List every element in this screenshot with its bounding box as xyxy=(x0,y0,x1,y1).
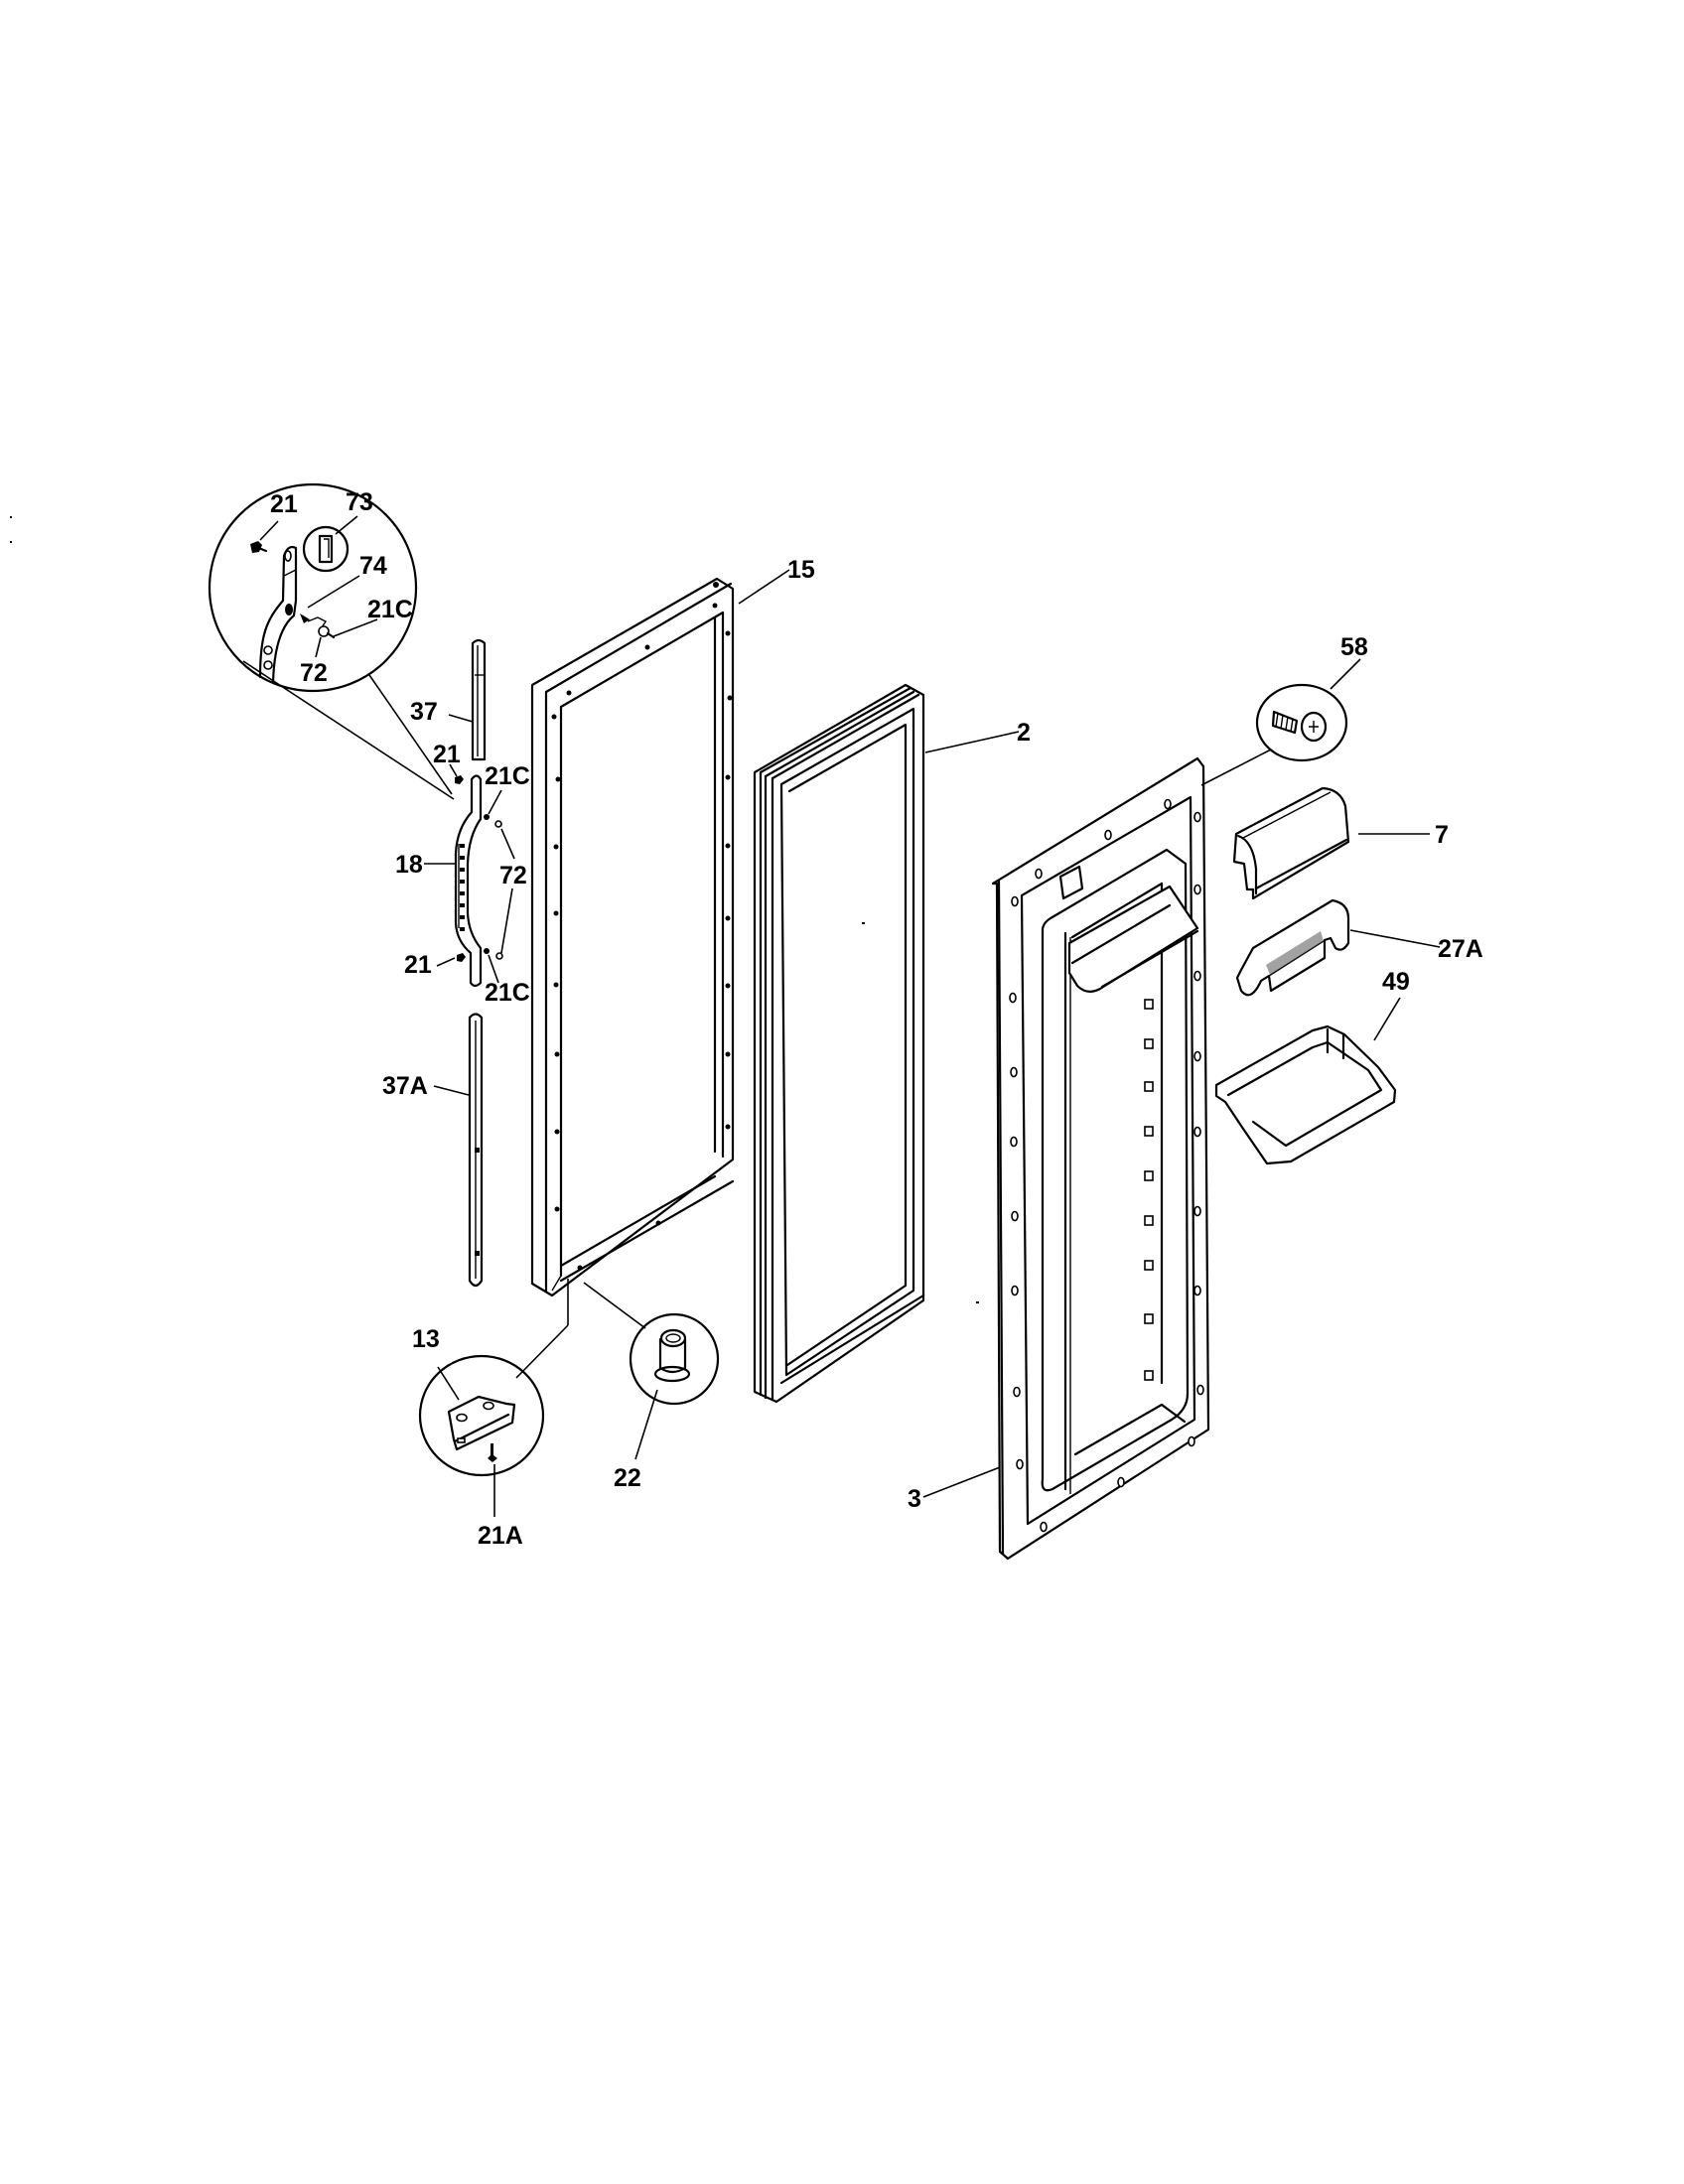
part-7-dairy-door: 7 xyxy=(1232,786,1449,900)
label-21A: 21A xyxy=(478,1522,523,1550)
part-3-inner-door-liner: 3 xyxy=(908,756,1210,1561)
part-2-door-gasket: 2 xyxy=(753,683,1031,1404)
part-13-hinge-detail: 13 21A xyxy=(412,1325,545,1550)
part-37-trim-top: 37 xyxy=(410,638,487,761)
label-21C-top: 21C xyxy=(485,762,530,790)
label-27A: 27A xyxy=(1438,935,1483,963)
part-18-handle: 18 21 21C 72 21 21C xyxy=(395,741,530,1007)
label-49: 49 xyxy=(1382,968,1410,996)
label-72-detail: 72 xyxy=(300,659,328,687)
label-13: 13 xyxy=(412,1325,440,1353)
part-15-outer-door-frame: 15 xyxy=(515,556,815,1379)
part-27A-dairy-cover: 27A xyxy=(1235,898,1483,997)
label-3: 3 xyxy=(908,1485,921,1513)
label-74: 74 xyxy=(359,552,387,580)
part-49-door-bin: 49 xyxy=(1214,968,1410,1165)
label-37A: 37A xyxy=(382,1072,428,1100)
label-21-top: 21 xyxy=(433,741,461,768)
label-15: 15 xyxy=(787,556,815,584)
label-7: 7 xyxy=(1435,821,1449,849)
label-37: 37 xyxy=(410,698,438,726)
label-21-bottom: 21 xyxy=(404,951,432,979)
part-58-screw-detail: 58 xyxy=(1200,633,1368,786)
label-18: 18 xyxy=(395,851,423,879)
label-73: 73 xyxy=(346,488,373,516)
label-22: 22 xyxy=(614,1464,641,1492)
hinge-detail-circle: 21 73 74 21C 72 xyxy=(208,482,455,800)
label-72-mid: 72 xyxy=(499,862,527,889)
part-22-bushing-detail: 22 xyxy=(614,1312,720,1492)
label-58: 58 xyxy=(1340,633,1368,661)
label-21C-bottom: 21C xyxy=(485,979,530,1007)
part-37A-trim-bottom: 37A xyxy=(382,1013,484,1288)
label-21C-detail: 21C xyxy=(367,596,413,623)
label-21-detail: 21 xyxy=(270,490,298,518)
label-2: 2 xyxy=(1017,719,1031,747)
